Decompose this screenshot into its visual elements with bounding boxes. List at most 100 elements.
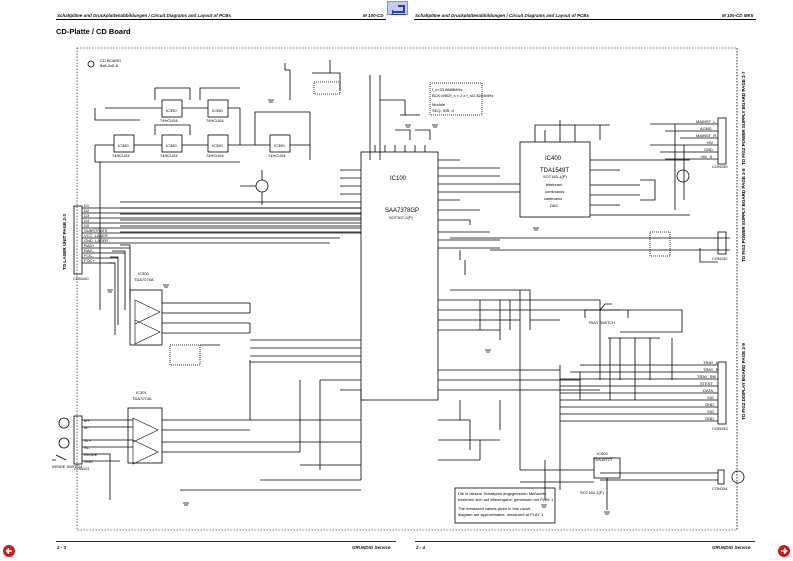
gate-ref: IC350 [166,143,177,148]
tray-motor [731,470,745,484]
wire-trace [82,207,361,264]
note-line: beziehen sich auf Wiedergabe, gemessen m… [458,497,554,502]
wire-trace [674,124,685,210]
oscillator-section [94,87,311,310]
con150-pin: MAINST_L [696,119,716,124]
con100-pin: FOC+ [84,258,95,263]
footer-brand-right: GRUNDIG Service [712,545,751,550]
wire-trace [374,145,426,152]
info-line: BCK=f/8/2f_s ≈ 2 x f_s/2.8224MHz [432,93,493,98]
gate-part: 74HCU04 [160,118,178,123]
wire-trace [608,337,673,400]
ic400-note: DAC [550,203,559,208]
header-caption-left: Schaltpläne und Druckplattenabbildungen … [57,13,232,18]
ic400-note: calibration [544,196,562,201]
wire-trace [250,339,361,363]
wire-trace [533,227,539,231]
footer-rule-right [415,541,755,542]
ic100-box [360,151,439,401]
con100-pin: VCC_LASER [84,233,108,238]
wire-trace [254,111,311,160]
previous-page-button[interactable] [3,545,15,557]
wire-trace [268,99,274,103]
wire-trace [108,244,131,335]
con101-pin: M+ [84,418,90,423]
con100-pin: GND_LASER [84,238,108,243]
gate-part: 74HCU04 [112,153,130,158]
con153 [717,361,727,425]
wire-trace [615,237,730,251]
con100-pin: FOC- [84,253,94,258]
measurement-note-box [454,487,556,524]
gate-part: 74HCU04 [206,153,224,158]
wire-trace [438,369,600,391]
transistor [676,169,690,183]
ic400-note: bitstream [546,182,563,187]
transistor [255,179,269,193]
con152-ref: CON152 [712,256,728,261]
header-model-left: M 100-CD [363,13,384,18]
note-line: The measured values given in this circui… [458,506,531,511]
gate-part: 74HCU04 [206,118,224,123]
wire-trace [369,75,420,160]
wire-trace [94,145,240,163]
con100-pin: RAD- [84,248,94,253]
note-line: Die in diesem Schaltplan angegebenen Meß… [458,491,547,496]
wire-trace [154,124,191,135]
wire-trace [134,299,161,345]
ic301-ref: IC301 [136,390,147,395]
wire-trace [82,419,133,500]
next-page-button[interactable] [778,545,790,557]
wire-trace [534,120,610,142]
wire-trace [560,364,718,422]
wire-trace [559,365,581,490]
wire-trace [438,299,620,380]
wire-trace [432,124,438,128]
wire-trace [520,460,608,510]
con100-pin: D2 [84,208,90,213]
wire-trace [163,284,169,288]
con153-pin: SIG [707,395,714,400]
con153-pin: TRAY_SW [697,374,716,379]
ic100-part: SAA7378GP [385,208,419,214]
info-box [429,82,483,116]
wire-trace: CD BOARD 8x8-2x5-8 IC100 SAA7378GP SOT30… [52,58,746,517]
back-button[interactable] [387,1,408,15]
wire-trace [600,472,718,481]
wire-trace [438,419,500,461]
con100-pin: D5 [84,223,90,228]
tray-switch-label: TRAY SWITCH [588,320,615,325]
ic300-part: TDA7073A [134,277,154,282]
footer-rule-left [56,541,396,542]
gate-ref: IC350 [118,143,129,148]
wire-trace [459,250,466,275]
gate-box [161,134,183,153]
wire-trace [405,124,411,128]
gate-ref: IC350 [274,143,285,148]
gate-box [269,134,291,153]
wire-trace [284,60,341,100]
board-sub: 8x8-2x5-8 [100,63,119,68]
info-line: f_c=33.8688MHz [432,87,462,92]
transformer [649,231,671,257]
con100-pin: SUBSTRATE [84,228,108,233]
wire-trace [604,511,610,515]
con150-pin: GND [704,147,713,152]
board-logo-icon [87,60,95,68]
wire-trace [438,159,520,201]
con154 [717,469,725,485]
con150-ref: CON150 [712,164,728,169]
con100-pin: D4 [84,218,90,223]
note-line: diagram are approximates, measured at PL… [458,512,544,517]
wire-trace [450,289,531,340]
gate-box [161,99,183,118]
con101-pin: INSIDE [84,452,98,457]
con152-label: TO FIG3 POWER SUPPLY BOARD PAGE 2-8 [741,168,746,262]
wire-trace [132,417,159,465]
ic500-ref: IC500 [597,451,608,456]
wire-trace [107,289,113,293]
info-line: Module [432,102,446,107]
header-rule-left [56,19,386,20]
wire-trace [395,129,431,140]
con153-ref: CON153 [712,426,728,431]
